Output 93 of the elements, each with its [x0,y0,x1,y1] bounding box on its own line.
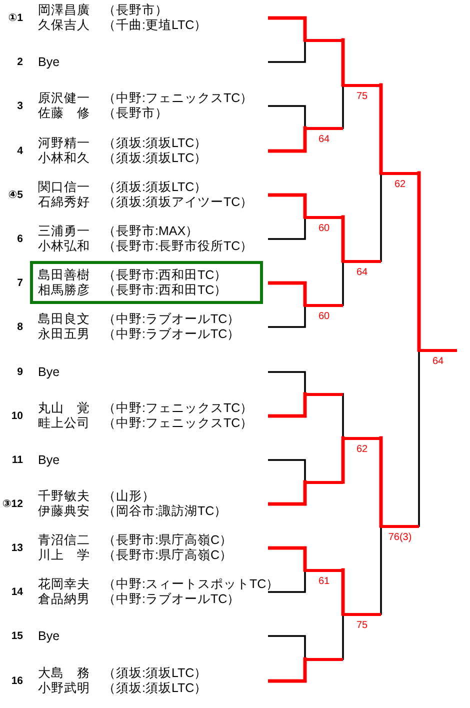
player-name: 三浦勇一 [38,224,90,238]
player-name: 久保吉人 [38,18,90,32]
entry-number: 6 [17,232,23,246]
entry-number: ④5 [8,188,23,202]
club-name: （須坂:須坂LTC） [103,666,208,680]
bracket-line [341,436,345,484]
club-name: （長野市） [103,106,168,120]
bracket-line [380,525,382,615]
entry-number: 10 [11,409,23,423]
entry-number: 16 [11,674,23,688]
entry-number: 9 [17,365,23,379]
player-name: 佐藤 修 [38,106,90,120]
club-name: （長野市:県庁高嶺C） [103,533,232,547]
club-name: （中野:ラブオールTC） [103,327,240,341]
player-name: 河野精一 [38,136,90,150]
player-name: 伊藤典安 [38,504,90,518]
bracket-line [418,349,420,527]
bracket-line [342,393,344,439]
player-name: 相馬勝彦 [38,283,90,297]
club-name: （中野:フェニックスTC） [103,91,254,105]
club-name: （長野市:西和田TC） [103,283,228,297]
club-name: （須坂:須坂LTC） [103,151,208,165]
score-label: 62 [356,444,368,454]
player-name: 花岡幸夫 [38,577,90,591]
bracket-line [379,436,383,528]
club-name: （山形） [103,489,155,503]
club-name: （千曲:更埴LTC） [103,18,208,32]
entry-number: 14 [11,585,23,599]
bracket-line [341,568,345,616]
player-name: 永田五男 [38,327,90,341]
club-name: （須坂:須坂LTC） [103,681,208,695]
club-name: （中野:フェニックスTC） [103,401,254,415]
bracket-line [342,613,344,660]
score-label: 64 [432,356,444,366]
player-name: 畦上公司 [38,416,90,430]
score-label: 62 [394,178,406,190]
club-name: （中野:ラブオールTC） [103,312,240,326]
player-name: 大島 務 [38,666,90,680]
score-label: 61 [318,576,330,586]
player-name: 島田良文 [38,312,90,326]
player-name: 小野武明 [38,681,90,695]
score-label: 60 [318,310,330,322]
bye-label: Bye [38,55,60,69]
club-name: （中野:ラブオールTC） [103,592,240,606]
player-name: 岡澤昌廣 [38,3,90,17]
player-name: 丸山 覚 [38,401,90,415]
entry-number: 13 [11,541,23,555]
entry-number: 8 [17,320,23,334]
club-name: （長野市:県庁高嶺C） [103,548,232,562]
player-name: 島田善樹 [38,268,90,282]
bye-label: Bye [38,365,60,379]
club-name: （中野:スィートスポットTC） [103,577,280,591]
club-name: （須坂:須坂LTC） [103,180,208,194]
club-name: （須坂:須坂LTC） [103,136,208,150]
score-label: 64 [318,134,330,144]
club-name: （長野市） [103,3,168,17]
player-name: 倉品納男 [38,592,90,606]
player-name: 千野敏夫 [38,489,90,503]
club-name: （岡谷市:諏訪湖TC） [103,504,228,518]
club-name: （長野市:西和田TC） [103,268,228,282]
entry-number: 11 [12,453,23,467]
score-label: 64 [356,266,368,278]
club-name: （長野市:長野市役所TC） [103,239,254,253]
entry-number: ①1 [8,11,23,25]
score-label: 75 [356,90,368,102]
score-label: 60 [318,222,330,234]
bracket-line [342,84,344,129]
bracket-line [341,38,345,87]
player-name: 石綿秀好 [38,195,90,209]
club-name: （中野:フェニックスTC） [103,416,254,430]
entry-number: ③12 [2,497,23,511]
player-name: 青沼信二 [38,533,90,547]
club-name: （長野市:MAX） [103,224,199,238]
player-name: 原沢健一 [38,91,90,105]
entry-number: 3 [17,99,23,113]
player-name: 小林弘和 [38,239,90,253]
score-label: 76(3) [388,532,412,542]
entry-number: 15 [11,629,23,643]
club-name: （須坂:須坂アイツーTC） [103,195,254,209]
score-label: 75 [356,620,368,630]
entry-number: 4 [17,144,23,158]
bye-label: Bye [38,629,60,643]
bracket-line [341,215,345,263]
player-name: 関口信一 [38,180,90,194]
entry-number: 7 [17,276,23,290]
player-name: 川上 学 [38,548,90,562]
bye-label: Bye [38,453,60,467]
entry-number: 2 [17,55,23,69]
bracket-line [379,83,383,175]
bracket-line [380,172,382,262]
player-name: 小林和久 [38,151,90,165]
bracket-line [417,171,421,352]
bracket-line [342,260,344,306]
